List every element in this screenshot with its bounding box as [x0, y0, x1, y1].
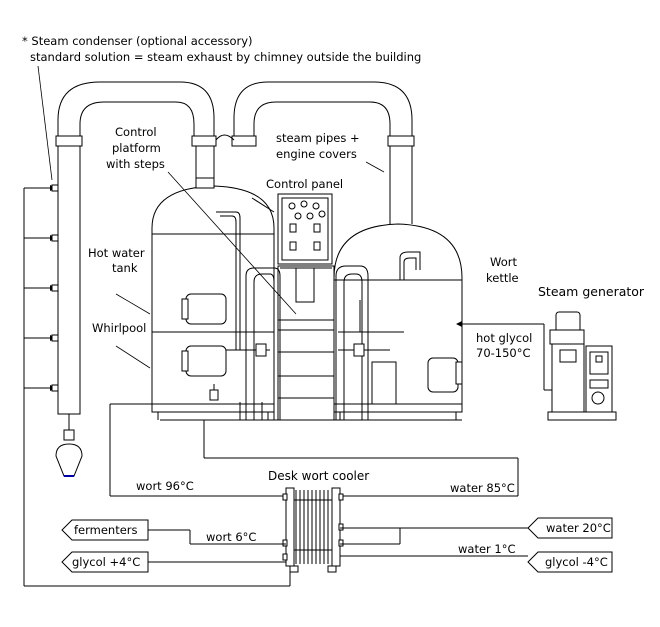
- desk-wort-cooler: [282, 487, 344, 573]
- whirlpool-label: Whirlpool: [92, 321, 146, 335]
- desk-wort-cooler-label: Desk wort cooler: [268, 469, 369, 483]
- glycol-plus4-label: glycol +4°C: [72, 555, 140, 569]
- control-platform-leader: [167, 171, 297, 315]
- flag-glycol-plus4: glycol +4°C: [61, 551, 149, 573]
- whirlpool-leader: [115, 345, 151, 369]
- steam-pipes-label-2: engine covers: [276, 147, 357, 161]
- hot-water-tank-whirlpool: [151, 177, 275, 420]
- steam-pipes-label-1: steam pipes +: [276, 131, 360, 145]
- wort-6-label: wort 6°C: [206, 530, 256, 544]
- flag-fermenters: fermenters: [61, 519, 149, 541]
- glycol-minus4-label: glycol -4°C: [545, 555, 608, 569]
- steam-generator-label: Steam generator: [538, 284, 645, 299]
- flag-water-20: water 20°C: [527, 517, 613, 539]
- hot-water-tank-leader: [115, 293, 151, 315]
- control-panel-label: Control panel: [266, 177, 343, 191]
- water-85-label: water 85°C: [450, 481, 515, 495]
- steam-generator: [456, 311, 617, 421]
- steam-condenser: [23, 145, 83, 586]
- standard-solution-note: standard solution = steam exhaust by chi…: [30, 50, 421, 64]
- condenser-note: * Steam condenser (optional accessory): [22, 34, 253, 48]
- steam-pipes-leader: [365, 161, 385, 173]
- hot-water-tank-label-1: Hot water: [88, 246, 145, 260]
- water-1-label: water 1°C: [458, 542, 516, 556]
- flag-glycol-minus4: glycol -4°C: [527, 551, 613, 573]
- control-platform-label-1: Control: [115, 125, 157, 139]
- hot-glycol-label-2: 70-150°C: [476, 346, 531, 360]
- wort-lines: [109, 403, 519, 497]
- control-platform-label-3: with steps: [106, 157, 165, 171]
- hot-glycol-label-1: hot glycol: [476, 331, 532, 345]
- wort-kettle: [333, 223, 463, 420]
- water-20-label: water 20°C: [546, 521, 611, 535]
- fermenters-label: fermenters: [74, 523, 138, 537]
- control-platform-label-2: platform: [112, 141, 161, 155]
- wort-kettle-label-2: kettle: [486, 271, 519, 285]
- wort-kettle-label-1: Wort: [490, 255, 517, 269]
- control-panel: [277, 193, 333, 303]
- wort-96-label: wort 96°C: [136, 479, 194, 493]
- service-lines: [24, 527, 528, 587]
- condenser-leader-line: [37, 65, 53, 181]
- hot-water-tank-label-2: tank: [112, 261, 138, 275]
